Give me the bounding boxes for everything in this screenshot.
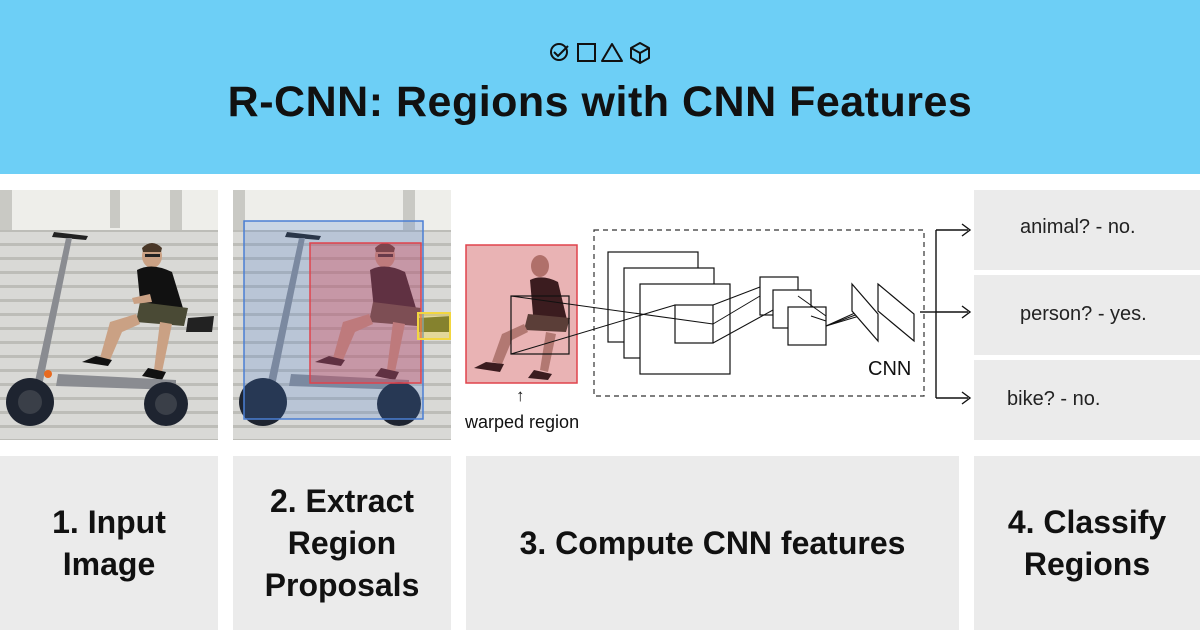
- cnn-label: CNN: [868, 358, 911, 381]
- classification-box-person: person? - yes.: [974, 275, 1200, 355]
- classification-text: bike? - no.: [1007, 388, 1100, 411]
- square-icon: [578, 44, 595, 61]
- step-label: 2. Extract Region Proposals: [265, 480, 420, 606]
- step-label: 4. Classify Regions: [1008, 501, 1166, 585]
- step-panel-cnn: 3. Compute CNN features: [466, 456, 959, 630]
- step-panel-classify: 4. Classify Regions: [974, 456, 1200, 630]
- warped-region-caption: warped region: [465, 412, 579, 433]
- header-banner: R-CNN: Regions with CNN Features: [0, 0, 1200, 174]
- region-proposals-image: [233, 190, 451, 440]
- fc-layers: [852, 284, 914, 341]
- triangle-icon: [602, 44, 622, 61]
- page-title: R-CNN: Regions with CNN Features: [0, 78, 1200, 127]
- logo-icons: [548, 40, 654, 64]
- step-label: 1. Input Image: [52, 501, 166, 585]
- warped-region-image: [466, 245, 577, 383]
- up-arrow-icon: ↑: [516, 386, 525, 406]
- proposal-box-yellow: [418, 313, 450, 339]
- cnn-diagram: CNN ↑ warped region: [458, 186, 968, 446]
- classification-text: person? - yes.: [1020, 303, 1147, 326]
- step-panel-proposals: 2. Extract Region Proposals: [233, 456, 451, 630]
- step-panel-input: 1. Input Image: [0, 456, 218, 630]
- input-image: [0, 190, 218, 440]
- classification-box-animal: animal? - no.: [974, 190, 1200, 270]
- check-circle-icon: [551, 44, 568, 60]
- cube-icon: [631, 43, 649, 63]
- classification-text: animal? - no.: [1020, 216, 1136, 239]
- classifier-arrowheads: [960, 220, 974, 410]
- feature-maps: [608, 252, 826, 374]
- proposal-box-red: [310, 243, 421, 383]
- classification-box-bike: bike? - no.: [974, 360, 1200, 440]
- step-label: 3. Compute CNN features: [520, 522, 906, 564]
